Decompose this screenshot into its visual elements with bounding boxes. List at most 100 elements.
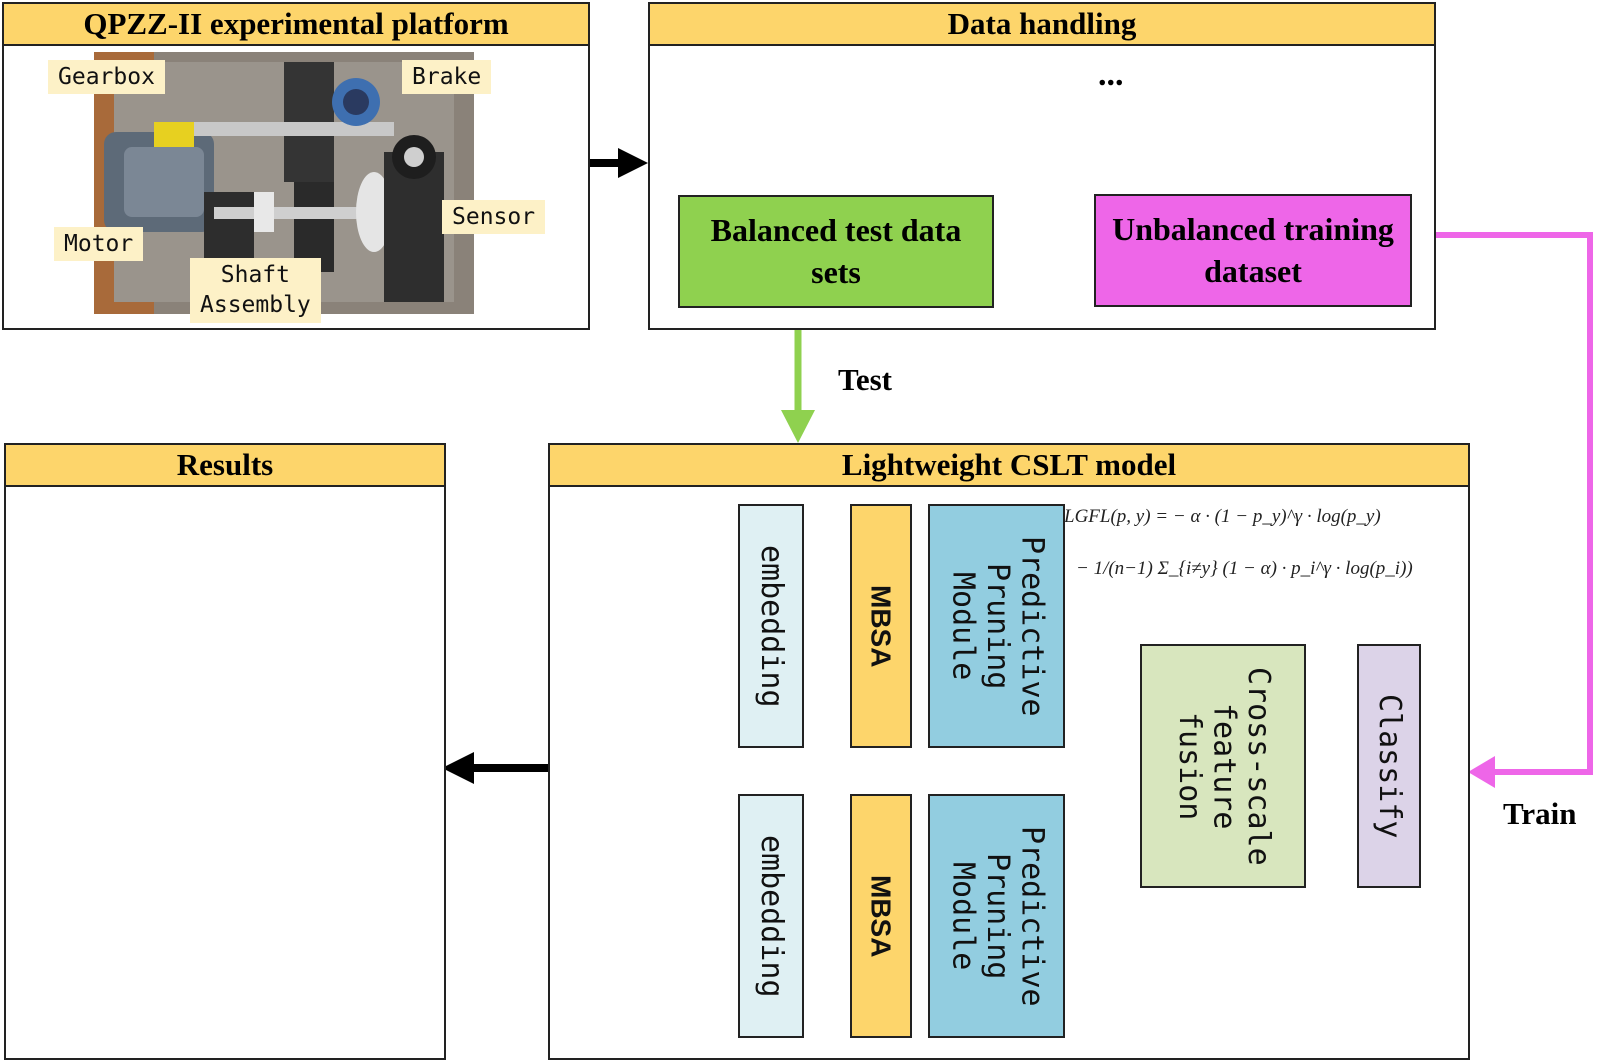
heat-value: 0.00: [264, 607, 275, 614]
arrow-to-balanced-head: [828, 180, 842, 195]
mbsa-top-box: MBSA: [850, 504, 912, 748]
pruning-top-box: Predictive Pruning Module: [928, 504, 1065, 748]
heat-value: 0.00: [146, 682, 157, 689]
heat-value: 0.00: [240, 707, 251, 714]
heat-value: 0.00: [169, 732, 180, 739]
heat-value: 0.98: [240, 657, 251, 664]
heat-value: 0.00: [311, 532, 322, 539]
unbalanced-training-box: Unbalanced training dataset: [1094, 194, 1412, 307]
heat-value: 0.00: [311, 632, 322, 639]
heat-value: 0.00: [193, 557, 204, 564]
heat-x-tick: 5: [221, 752, 224, 758]
accuracy-point: [265, 827, 276, 838]
heat-value: 0.00: [240, 632, 251, 639]
confusion-matrix: 0.98 0.00 0.00 0.00 0.00 0.00 0.00 0.00 0.00 0.02…: [83, 495, 371, 758]
heat-value: 0.00: [193, 532, 204, 539]
classify-box: Classify: [1357, 644, 1421, 888]
embedding-bottom-label: embedding: [753, 834, 789, 998]
heat-value: 0.00: [311, 657, 322, 664]
mbsa-bottom-label: MBSA: [865, 874, 897, 958]
heat-value: 0.00: [264, 657, 275, 664]
y-axis-label: Average Accuracy(%): [81, 802, 100, 952]
heat-value: 0.01: [193, 657, 204, 664]
pruning-bottom-box: Predictive Pruning Module: [928, 794, 1065, 1038]
heat-value: 0.04: [146, 607, 158, 614]
heat-value: 0.00: [288, 732, 299, 739]
heat-value: 0.00: [288, 557, 299, 564]
heat-value: 0.98: [264, 682, 275, 689]
heat-value: 0.00: [217, 507, 228, 514]
heat-value: 0.00: [288, 507, 299, 514]
heat-value: 0.00: [98, 607, 109, 614]
heat-value: 0.00: [288, 607, 299, 614]
heat-x-tick: 3: [174, 752, 177, 758]
heat-value: 0.01: [98, 732, 109, 739]
heat-value: 0.00: [122, 557, 133, 564]
pruning-bottom-label: Predictive Pruning Module: [945, 825, 1050, 1007]
test-label: Test: [838, 362, 892, 397]
unbalanced-line1: Unbalanced training: [1112, 210, 1394, 247]
raw-signal-0: [726, 63, 889, 129]
colorbar-tick: 0.2: [364, 693, 371, 699]
heat-y-tick: 9: [83, 733, 86, 739]
accuracy-point: [204, 901, 215, 912]
classify-label: Classify: [1371, 693, 1407, 839]
heat-value: 0.00: [311, 557, 322, 564]
mbsa-bottom-box: MBSA: [850, 794, 912, 1038]
heat-value: 0.00: [146, 732, 157, 739]
colorbar-tick: 0.4: [364, 644, 371, 650]
balanced-line1: Balanced test data: [710, 211, 962, 248]
heat-value: 0.00: [288, 532, 299, 539]
platform-panel: QPZZ-II experimental platform Gearbox Br…: [2, 2, 590, 330]
brake-label: Brake: [402, 60, 492, 95]
x-tick-label: CLST1: [240, 988, 275, 1023]
heat-value: 0.00: [122, 707, 133, 714]
heat-value: 0.00: [146, 507, 157, 514]
heat-value: 0.00: [193, 682, 204, 689]
heat-x-tick: 8: [292, 752, 295, 758]
model-input-signal: [568, 651, 660, 896]
heat-value: 0.00: [169, 682, 180, 689]
x-tick-label: Conv2: [212, 988, 245, 1021]
heat-value: 0.00: [146, 582, 157, 589]
arrow-to-unbalanced-head: [1243, 180, 1257, 195]
heat-value: 0.00: [146, 532, 157, 539]
heat-value: 0.00: [98, 582, 109, 589]
heat-value: 0.00: [169, 707, 180, 714]
heat-value: 0.00: [98, 682, 109, 689]
arrow-model-to-results-head: [442, 752, 474, 784]
heat-value: 0.01: [193, 582, 204, 589]
heat-value: 0.00: [98, 707, 109, 714]
heat-value: 0.00: [240, 507, 251, 514]
embedding-top-box: embedding: [738, 504, 804, 748]
accuracy-point: [235, 855, 245, 865]
raw-signal-1: [907, 57, 1071, 132]
heat-y-tick: 5: [83, 633, 86, 639]
colorbar-tick: 0.6: [364, 594, 371, 600]
heat-value: 0.00: [311, 707, 322, 714]
formula-line2: − 1/(n−1) Σ_{i≠y} (1 − α) · p_i^γ · log(…: [1076, 558, 1413, 579]
heat-value: 0.00: [98, 632, 109, 639]
heat-value: 0.02: [311, 507, 322, 514]
heat-value: 0.00: [217, 607, 228, 614]
heat-value: 0.00: [264, 557, 275, 564]
heat-value: 0.00: [217, 657, 228, 664]
fusion-label: Cross-scale feature fusion: [1171, 666, 1276, 866]
loss-formula: LGFL(p, y) = − α · (1 − p_y)^γ · log(p_y…: [1064, 506, 1413, 580]
heat-value: 0.00: [240, 607, 251, 614]
accuracy-point: [296, 775, 307, 786]
heat-value: 0.02: [288, 682, 299, 689]
balanced-line2: sets: [811, 253, 861, 290]
platform-photo: [94, 52, 474, 314]
heat-value: 0.00: [240, 557, 251, 564]
heat-value: 1.00: [122, 532, 133, 539]
gearbox-label: Gearbox: [48, 60, 165, 95]
train-arrow-line: [1432, 232, 1593, 775]
heat-x-tick: 4: [197, 752, 200, 758]
motor-label: Motor: [54, 227, 144, 262]
heat-value: 0.00: [169, 607, 180, 614]
cross-scale-fusion-box: Cross-scale feature fusion: [1140, 644, 1306, 888]
platform-panel-title: QPZZ-II experimental platform: [4, 4, 588, 46]
heat-value: 0.00: [311, 607, 322, 614]
heat-y-tick: 4: [83, 608, 86, 614]
